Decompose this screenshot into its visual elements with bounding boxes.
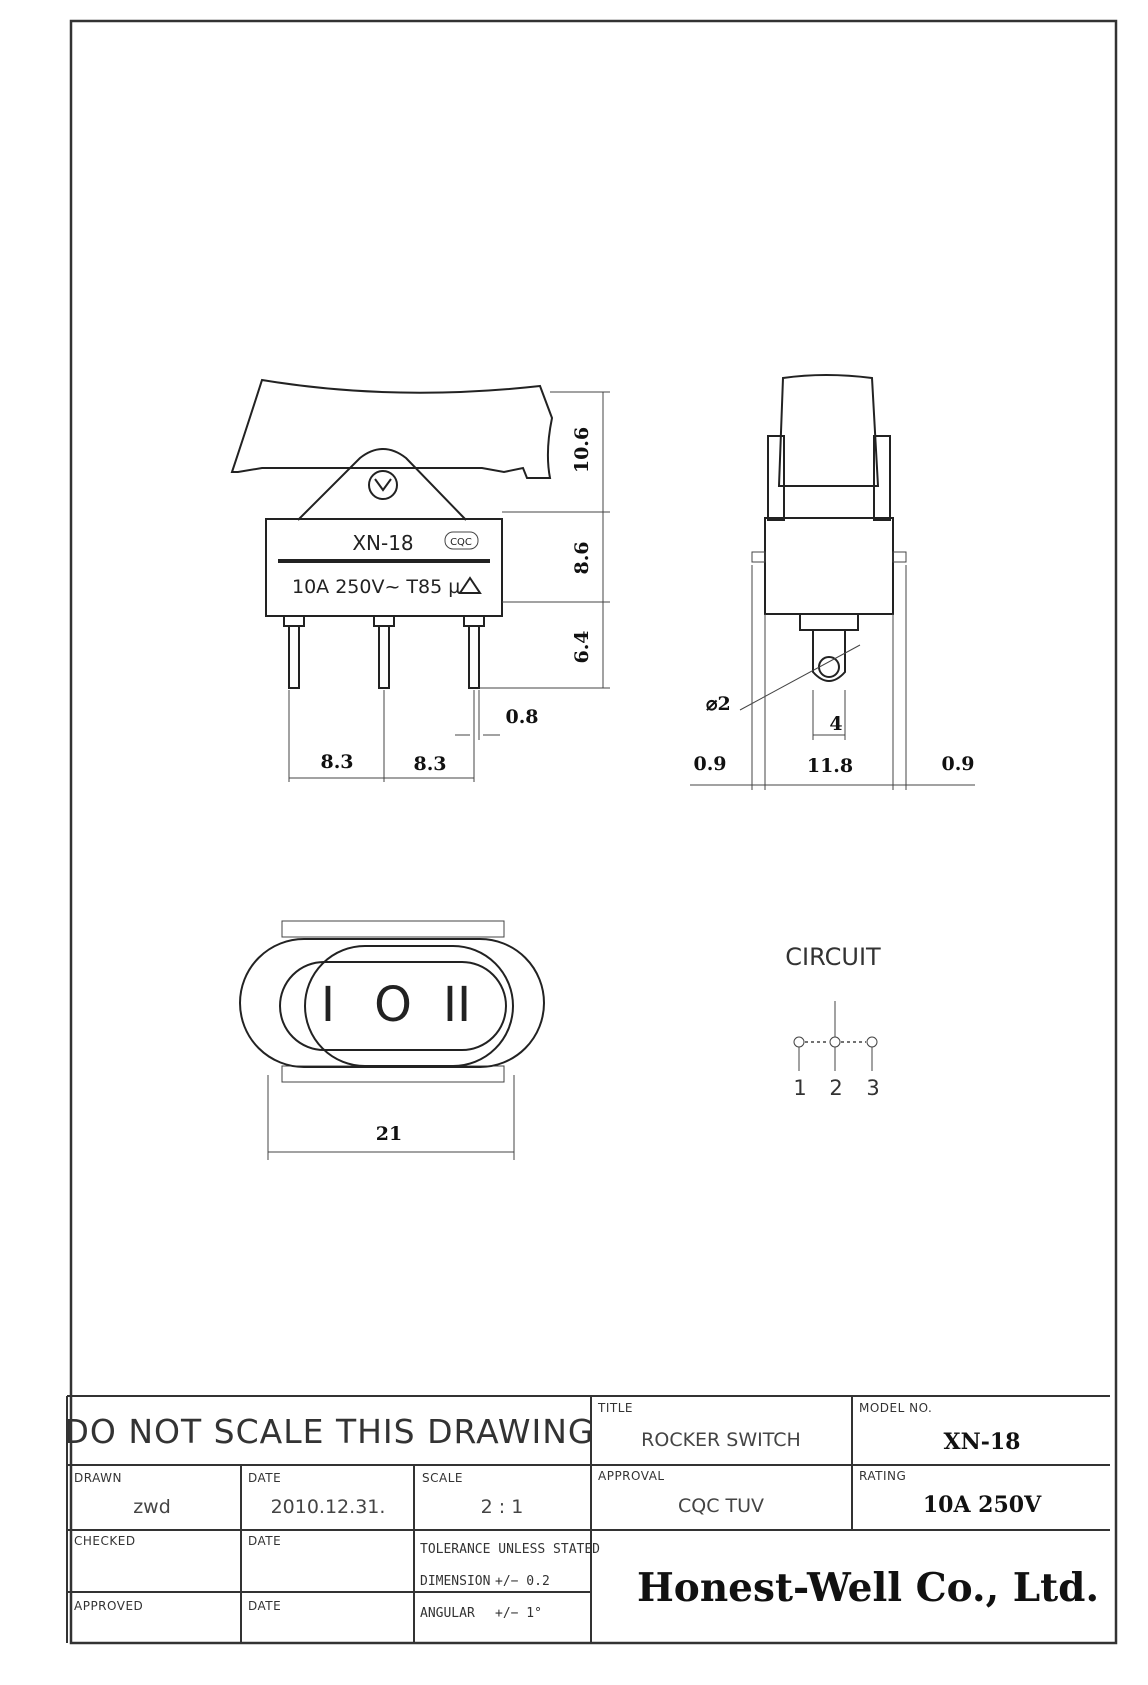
dim-overall-width: 21 <box>376 1123 402 1145</box>
title-block: DO NOT SCALE THIS DRAWING TITLE ROCKER S… <box>63 1395 1110 1643</box>
dim-pin-width: 0.8 <box>505 706 538 728</box>
dim-right-tab: 0.9 <box>941 753 974 775</box>
pin-2 <box>378 625 390 689</box>
checked-date-label: DATE <box>248 1534 281 1548</box>
circuit-pin-2: 2 <box>829 1076 842 1100</box>
body-rating-label: 10A 250V~ T85 µ <box>292 576 460 598</box>
symbol-on2-icon: II <box>443 977 471 1033</box>
sheet-border <box>69 19 1118 1645</box>
side-bracket-right <box>873 435 891 521</box>
terminal-hole-icon <box>818 656 840 678</box>
tol-dimension-label: DIMENSION <box>420 1574 490 1589</box>
model-value: XN-18 <box>944 1429 1021 1455</box>
top-frame-upper <box>281 920 505 938</box>
model-label: MODEL NO. <box>859 1401 932 1415</box>
side-tab-right <box>892 551 907 563</box>
rocker-cap <box>230 378 554 479</box>
do-not-scale-notice: DO NOT SCALE THIS DRAWING <box>63 1412 594 1451</box>
scale-value: 2 : 1 <box>481 1496 524 1518</box>
date-value: 2010.12.31. <box>271 1496 386 1518</box>
rating-label: RATING <box>859 1469 906 1483</box>
tol-angular-label: ANGULAR <box>420 1606 475 1621</box>
dim-pitch-1: 8.3 <box>320 751 353 773</box>
side-view: ⌀2 4 0.9 11.8 0.9 <box>690 374 975 790</box>
dim-hole-diameter: ⌀2 <box>706 693 731 715</box>
drawn-label: DRAWN <box>74 1471 122 1485</box>
actuator-pivot <box>297 448 467 521</box>
checked-label: CHECKED <box>74 1534 136 1548</box>
date-label: DATE <box>248 1471 281 1485</box>
pivot-circle-icon <box>368 470 398 500</box>
terminal-3-icon <box>866 1036 878 1048</box>
pin-3-collar <box>463 615 485 627</box>
tolerance-title: TOLERANCE UNLESS STATED <box>420 1542 600 1557</box>
circuit-diagram: CIRCUIT 1 2 3 <box>785 943 881 1100</box>
circuit-title: CIRCUIT <box>785 943 881 971</box>
symbol-off-icon: O <box>374 977 412 1033</box>
cqc-mark-icon <box>444 531 479 550</box>
cqc-mark-text: CQC <box>450 537 472 548</box>
circuit-pin-1: 1 <box>793 1076 806 1100</box>
terminal-2-icon <box>829 1036 841 1048</box>
side-terminal <box>812 630 846 682</box>
rating-value: 10A 250V <box>923 1492 1042 1518</box>
dim-height-pin: 6.4 <box>571 630 593 663</box>
side-tab-left <box>751 551 766 563</box>
dim-height-top: 10.6 <box>571 427 593 473</box>
side-cap <box>777 374 880 487</box>
pin-3 <box>468 625 480 689</box>
pin-1-collar <box>283 615 305 627</box>
dim-left-tab: 0.9 <box>693 753 726 775</box>
circuit-pin-3: 3 <box>866 1076 879 1100</box>
symbol-on-icon: I <box>321 977 335 1033</box>
scale-label: SCALE <box>422 1471 463 1485</box>
company-name: Honest-Well Co., Ltd. <box>637 1565 1099 1611</box>
dim-hole-width: 4 <box>829 713 842 735</box>
body-model-label: XN-18 <box>352 531 413 555</box>
title-label: TITLE <box>597 1401 633 1415</box>
dim-height-body: 8.6 <box>571 541 593 574</box>
side-base <box>799 614 859 631</box>
approval-label: APPROVAL <box>598 1469 665 1483</box>
warning-triangle-icon <box>458 576 482 594</box>
pin-2-collar <box>373 615 395 627</box>
dim-pitch-2: 8.3 <box>413 753 446 775</box>
side-body <box>764 517 894 615</box>
front-view: XN-18 CQC 10A 250V~ T85 µ 10.6 8.6 6.4 <box>230 378 610 782</box>
approved-label: APPROVED <box>74 1599 143 1613</box>
pivot-v-mark <box>374 478 392 492</box>
terminal-1-icon <box>793 1036 805 1048</box>
tol-angular-value: +/− 1° <box>495 1606 542 1621</box>
top-frame-lower <box>281 1065 505 1083</box>
approved-date-label: DATE <box>248 1599 281 1613</box>
tol-dimension-value: +/− 0.2 <box>495 1574 550 1589</box>
top-rocker-face <box>279 961 507 1051</box>
pin-1 <box>288 625 300 689</box>
side-bracket-left <box>767 435 785 521</box>
title-value: ROCKER SWITCH <box>641 1429 801 1451</box>
drawn-value: zwd <box>133 1496 171 1518</box>
top-bezel <box>239 938 545 1068</box>
dim-body-width: 11.8 <box>807 755 853 777</box>
top-view: I O II 21 <box>239 920 545 1160</box>
approval-value: CQC TUV <box>678 1495 764 1517</box>
